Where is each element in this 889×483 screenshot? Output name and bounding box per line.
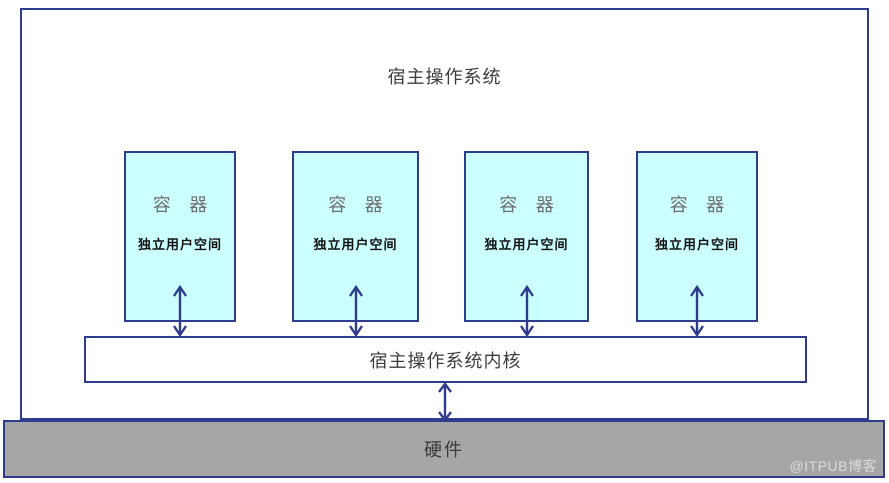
host-os-label: 宿主操作系统 xyxy=(387,67,502,87)
hardware-label: 硬件 xyxy=(424,440,464,460)
double-arrow-icon xyxy=(348,285,364,337)
watermark: @ITPUB博客 xyxy=(789,458,877,474)
double-arrow-icon xyxy=(519,285,535,337)
container-subtitle: 独立用户空间 xyxy=(484,237,569,252)
container-subtitle: 独立用户空间 xyxy=(654,237,739,252)
hardware-bar: 硬件 xyxy=(3,420,885,478)
double-arrow-icon xyxy=(172,285,188,337)
kernel-label: 宿主操作系统内核 xyxy=(369,350,522,371)
container-title: 容 器 xyxy=(669,195,732,215)
container-subtitle: 独立用户空间 xyxy=(313,237,398,252)
container-title: 容 器 xyxy=(328,195,390,215)
container-subtitle: 独立用户空间 xyxy=(137,237,222,252)
container-title: 容 器 xyxy=(499,195,561,215)
kernel-bar: 宿主操作系统内核 xyxy=(84,336,807,383)
container-title: 容 器 xyxy=(152,195,215,215)
double-arrow-icon xyxy=(689,285,705,337)
double-arrow-icon xyxy=(437,382,453,422)
